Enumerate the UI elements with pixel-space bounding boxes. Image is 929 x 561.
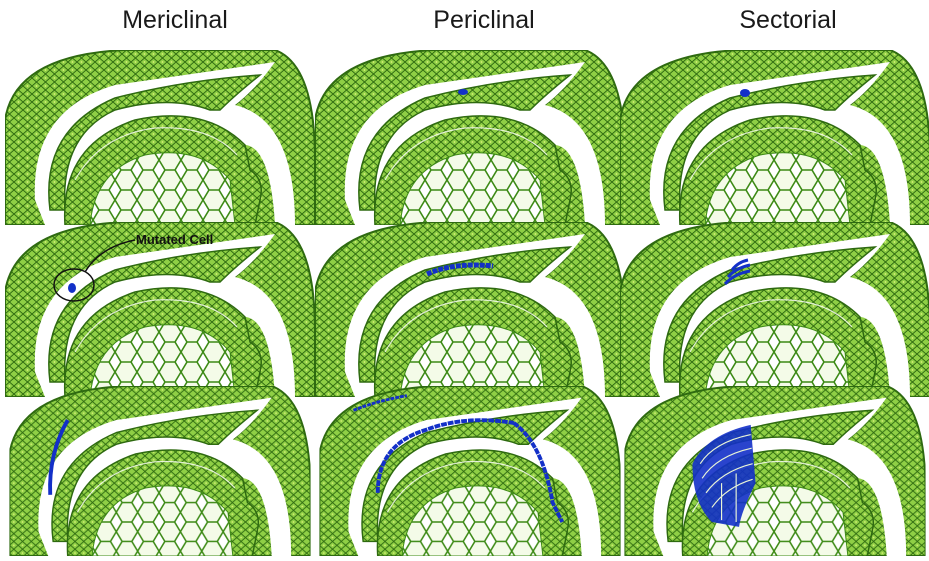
panel-periclinal-stage-1 [315, 50, 625, 225]
panel-periclinal-stage-2 [315, 222, 625, 397]
column-title-sectorial: Sectorial [668, 6, 908, 35]
panel-sectorial-stage-1 [620, 50, 929, 225]
panel-mericlinal-stage-2 [5, 222, 315, 397]
panel-mericlinal-stage-1 [5, 50, 315, 225]
panel-mericlinal-stage-3 [5, 386, 315, 561]
mutant-cell [740, 89, 750, 97]
mutant-cell [458, 89, 468, 95]
column-title-mericlinal: Mericlinal [55, 6, 295, 35]
mutated-cell-label: Mutated Cell [136, 232, 213, 247]
column-title-periclinal: Periclinal [364, 6, 604, 35]
mutant-cell [68, 283, 76, 293]
panel-sectorial-stage-2 [620, 222, 929, 397]
panel-periclinal-stage-3 [315, 386, 625, 561]
panel-sectorial-stage-3 [620, 386, 929, 561]
